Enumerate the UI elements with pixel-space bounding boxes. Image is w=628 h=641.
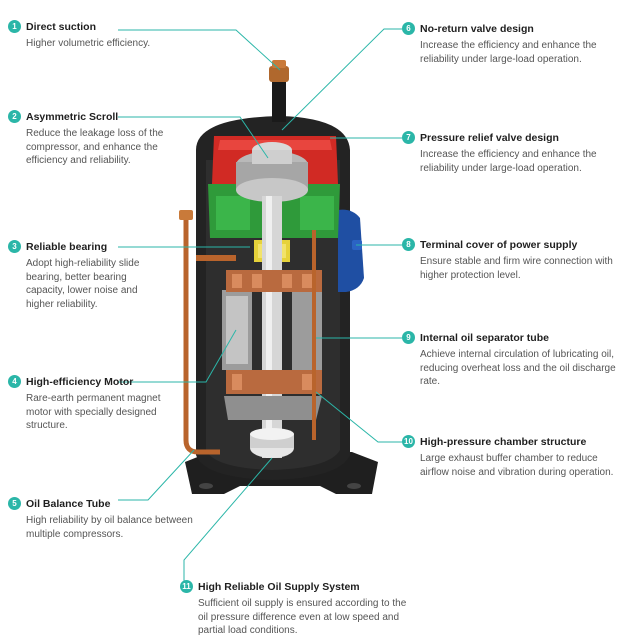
callout-title: Direct suction — [26, 20, 97, 33]
callout-6: 6 No-return valve design Increase the eff… — [402, 22, 624, 66]
callout-title: High Reliable Oil Supply System — [198, 580, 360, 593]
badge-number: 7 — [402, 131, 415, 144]
callout-description: Rare-earth permanent magnet motor with s… — [26, 393, 161, 431]
badge-number: 9 — [402, 331, 415, 344]
callout-description: Increase the efficiency and enhance the … — [420, 149, 597, 174]
callout-description: Sufficient oil supply is ensured accordi… — [198, 598, 407, 636]
callout-title: High-pressure chamber structure — [420, 435, 587, 448]
callout-description: Large exhaust buffer chamber to reduce a… — [420, 453, 614, 478]
badge-number: 3 — [8, 240, 21, 253]
callout-title: Internal oil separator tube — [420, 331, 549, 344]
callout-title: Asymmetric Scroll — [26, 110, 119, 123]
callout-title: Terminal cover of power supply — [420, 238, 578, 251]
callout-title: Pressure relief valve design — [420, 131, 559, 144]
oil-balance-tube — [183, 214, 220, 455]
callout-description: Higher volumetric efficiency. — [26, 38, 151, 49]
badge-number: 6 — [402, 22, 415, 35]
callout-10: 10 High-pressure chamber structure Large … — [402, 435, 624, 479]
callout-3: 3 Reliable bearing Adopt high-reliability… — [8, 240, 168, 311]
callout-title: Reliable bearing — [26, 240, 108, 253]
oil-separator-tube — [312, 230, 316, 440]
callout-description: Increase the efficiency and enhance the … — [420, 40, 597, 65]
badge-number: 4 — [8, 375, 21, 388]
callout-4: 4 High-efficiency Motor Rare-earth perman… — [8, 375, 188, 433]
badge-number: 2 — [8, 110, 21, 123]
callout-8: 8 Terminal cover of power supply Ensure s… — [402, 238, 624, 282]
terminal-cover — [338, 209, 364, 292]
callout-description: Ensure stable and firm wire connection w… — [420, 256, 613, 281]
badge-number: 11 — [180, 580, 193, 593]
motor-stator-right — [292, 290, 322, 370]
callout-description: High reliability by oil balance between … — [26, 515, 193, 540]
badge-number: 1 — [8, 20, 21, 33]
callout-1: 1 Direct suction Higher volumetric effici… — [8, 20, 198, 51]
suction-tube — [272, 78, 286, 122]
callout-description: Achieve internal circulation of lubricat… — [420, 349, 616, 387]
callout-11: 11 High Reliable Oil Supply System Suffic… — [180, 580, 410, 638]
callout-description: Reduce the leakage loss of the compresso… — [26, 128, 164, 166]
badge-number: 5 — [8, 497, 21, 510]
callout-7: 7 Pressure relief valve design Increase t… — [402, 131, 624, 175]
badge-number: 8 — [402, 238, 415, 251]
callout-2: 2 Asymmetric Scroll Reduce the leakage lo… — [8, 110, 188, 168]
callout-title: No-return valve design — [420, 22, 534, 35]
callout-9: 9 Internal oil separator tube Achieve int… — [402, 331, 626, 389]
badge-number: 10 — [402, 435, 415, 448]
leader-lines — [118, 28, 402, 587]
callout-5: 5 Oil Balance Tube High reliability by oi… — [8, 497, 223, 541]
callout-description: Adopt high-reliability slide bearing, be… — [26, 258, 140, 310]
callout-title: Oil Balance Tube — [26, 497, 111, 510]
callout-title: High-efficiency Motor — [26, 375, 134, 388]
